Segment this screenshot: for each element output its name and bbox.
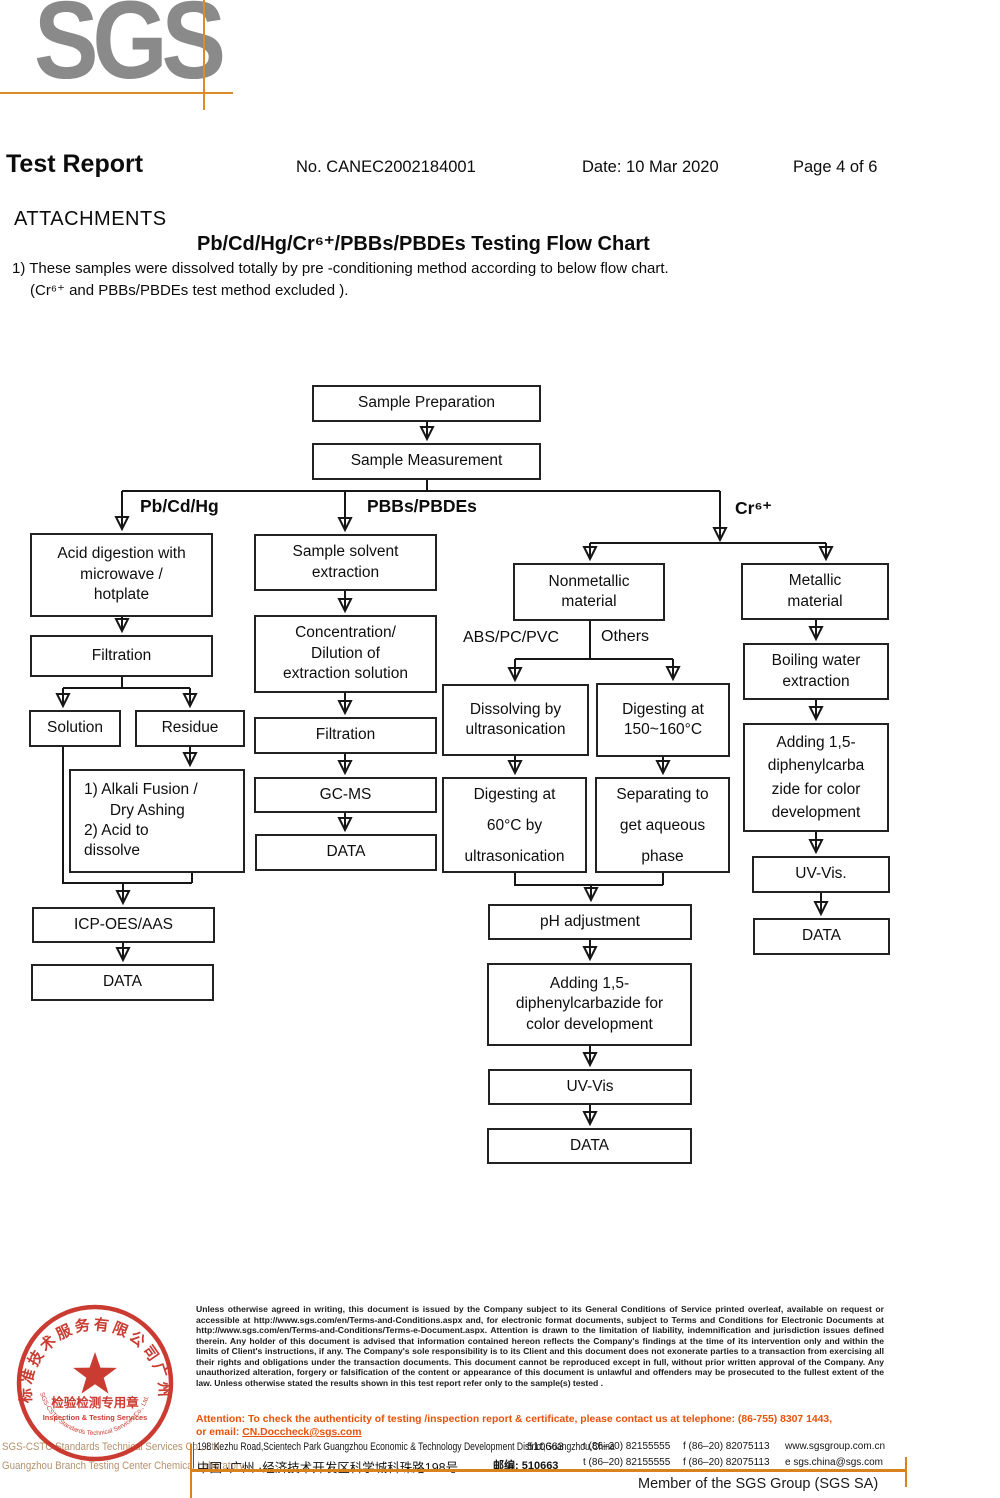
flow-node-dissolving-ultrasonication: Dissolving by ultrasonication [442, 684, 589, 756]
flow-node-uv-vis-center: UV-Vis [488, 1069, 692, 1105]
flow-chart-title: Pb/Cd/Hg/Cr⁶⁺/PBBs/PBDEs Testing Flow Ch… [197, 233, 650, 255]
label-abs-pc-pvc: ABS/PC/PVC [463, 629, 560, 646]
flow-node-gc-ms: GC-MS [254, 777, 437, 813]
flow-node-digesting-150-160: Digesting at 150~160°C [596, 683, 730, 757]
flow-node-metallic-material: Metallic material [741, 563, 889, 620]
address-en-web: www.sgsgroup.com.cn [785, 1441, 886, 1452]
stamp-center-english: Inspection & Testing Services [43, 1413, 148, 1422]
flow-node-data-center: DATA [487, 1128, 692, 1164]
flow-node-sample-solvent-extraction: Sample solvent extraction [254, 534, 437, 591]
address-row-en: 198 Kezhu Road,Scientech Park Guangzhou … [193, 1441, 923, 1457]
flow-node-digesting-60: Digesting at 60°C by ultrasonication [442, 777, 587, 873]
flow-node-filtration-mid: Filtration [254, 717, 437, 754]
note-line-1: 1) These samples were dissolved totally … [12, 260, 669, 277]
flow-node-separating-aqueous: Separating to get aqueous phase [595, 777, 730, 873]
address-divider [193, 1442, 194, 1468]
flow-node-boiling-water-extraction: Boiling water extraction [743, 643, 889, 700]
flow-node-data-left: DATA [31, 964, 214, 1001]
footer-rule [190, 1469, 906, 1472]
flow-node-concentration-dilution: Concentration/ Dilution of extraction so… [254, 615, 437, 693]
flow-node-acid-digestion: Acid digestion with microwave / hotplate [30, 533, 213, 617]
logo-crop-hline [0, 92, 233, 94]
attention-line1: Attention: To check the authenticity of … [196, 1414, 833, 1425]
footer-crop-right [905, 1457, 907, 1487]
report-number: No. CANEC2002184001 [296, 158, 476, 176]
flow-node-adding-diphenylcarbazide-center: Adding 1,5- diphenylcarbazide for color … [487, 963, 692, 1046]
address-cn-fax: f (86–20) 82075113 [683, 1457, 770, 1468]
star-icon [73, 1352, 117, 1394]
flow-node-adding-diphenylcarbazide-right: Adding 1,5- diphenylcarba zide for color… [743, 723, 889, 832]
sgs-member-line: Member of the SGS Group (SGS SA) [638, 1476, 879, 1492]
attention-notice: Attention: To check the authenticity of … [196, 1413, 906, 1439]
flow-node-ph-adjustment: pH adjustment [488, 904, 692, 940]
flow-node-sample-preparation: Sample Preparation [312, 385, 541, 422]
flow-node-residue: Residue [135, 710, 245, 747]
doccheck-email-link: CN.Doccheck@sgs.com [242, 1427, 362, 1438]
branch-label-cr6: Cr⁶⁺ [735, 498, 772, 518]
flow-node-solution: Solution [29, 710, 121, 747]
flow-node-filtration-left: Filtration [30, 635, 213, 677]
flow-node-uv-vis-right: UV-Vis. [752, 856, 890, 893]
flow-node-icp-oes-aas: ICP-OES/AAS [32, 907, 215, 943]
flow-node-sample-measurement: Sample Measurement [312, 443, 541, 480]
stamp-arc-chinese: 标准技术服务有限公司广州分公司 [10, 1293, 169, 1404]
branch-label-pbbs-pbdes: PBBs/PBDEs [367, 496, 477, 516]
page-title: Test Report [6, 150, 144, 178]
sgs-logo: SGS [34, 0, 226, 102]
logo-crop-vline [203, 0, 205, 110]
company-name-line2: Guangzhou Branch Testing Center Chemical… [2, 1460, 246, 1472]
address-en-fax: f (86–20) 82075113 [683, 1441, 770, 1452]
flow-node-data-mid: DATA [255, 834, 437, 871]
report-date: Date: 10 Mar 2020 [582, 158, 719, 176]
stamp-center-chinese: 检验检测专用章 [51, 1395, 139, 1410]
attention-line2-prefix: or email: [196, 1427, 243, 1438]
label-others: Others [601, 628, 650, 645]
footer-crop-left [190, 1444, 192, 1498]
note-line-2: (Cr⁶⁺ and PBBs/PBDEs test method exclude… [30, 282, 349, 299]
flow-node-nonmetallic-material: Nonmetallic material [513, 563, 665, 621]
attachments-heading: ATTACHMENTS [14, 208, 167, 230]
inspection-stamp: 标准技术服务有限公司广州分公司 检验检测专用章 Inspection & Tes… [10, 1293, 174, 1462]
branch-label-pb-cd-hg: Pb/Cd/Hg [140, 496, 219, 516]
address-en-postal: 510663 [527, 1441, 564, 1453]
legal-terms-text: Unless otherwise agreed in writing, this… [196, 1304, 884, 1388]
flow-node-alkali-fusion: 1) Alkali Fusion / Dry Ashing 2) Acid to… [69, 769, 245, 873]
svg-text:标准技术服务有限公司广州分公司: 标准技术服务有限公司广州分公司 [10, 1293, 172, 1404]
page-indicator: Page 4 of 6 [793, 158, 878, 176]
address-cn-street: 中国 ·广州 ·经济技术开发区科学城科珠路198号 [197, 1461, 459, 1475]
address-en-street: 198 Kezhu Road,Scientech Park Guangzhou … [197, 1441, 615, 1453]
address-en-tel: t (86–20) 82155555 [583, 1441, 671, 1452]
address-cn-email: e sgs.china@sgs.com [785, 1457, 883, 1468]
address-cn-tel: t (86–20) 82155555 [583, 1457, 671, 1468]
flow-node-data-right: DATA [753, 918, 890, 955]
